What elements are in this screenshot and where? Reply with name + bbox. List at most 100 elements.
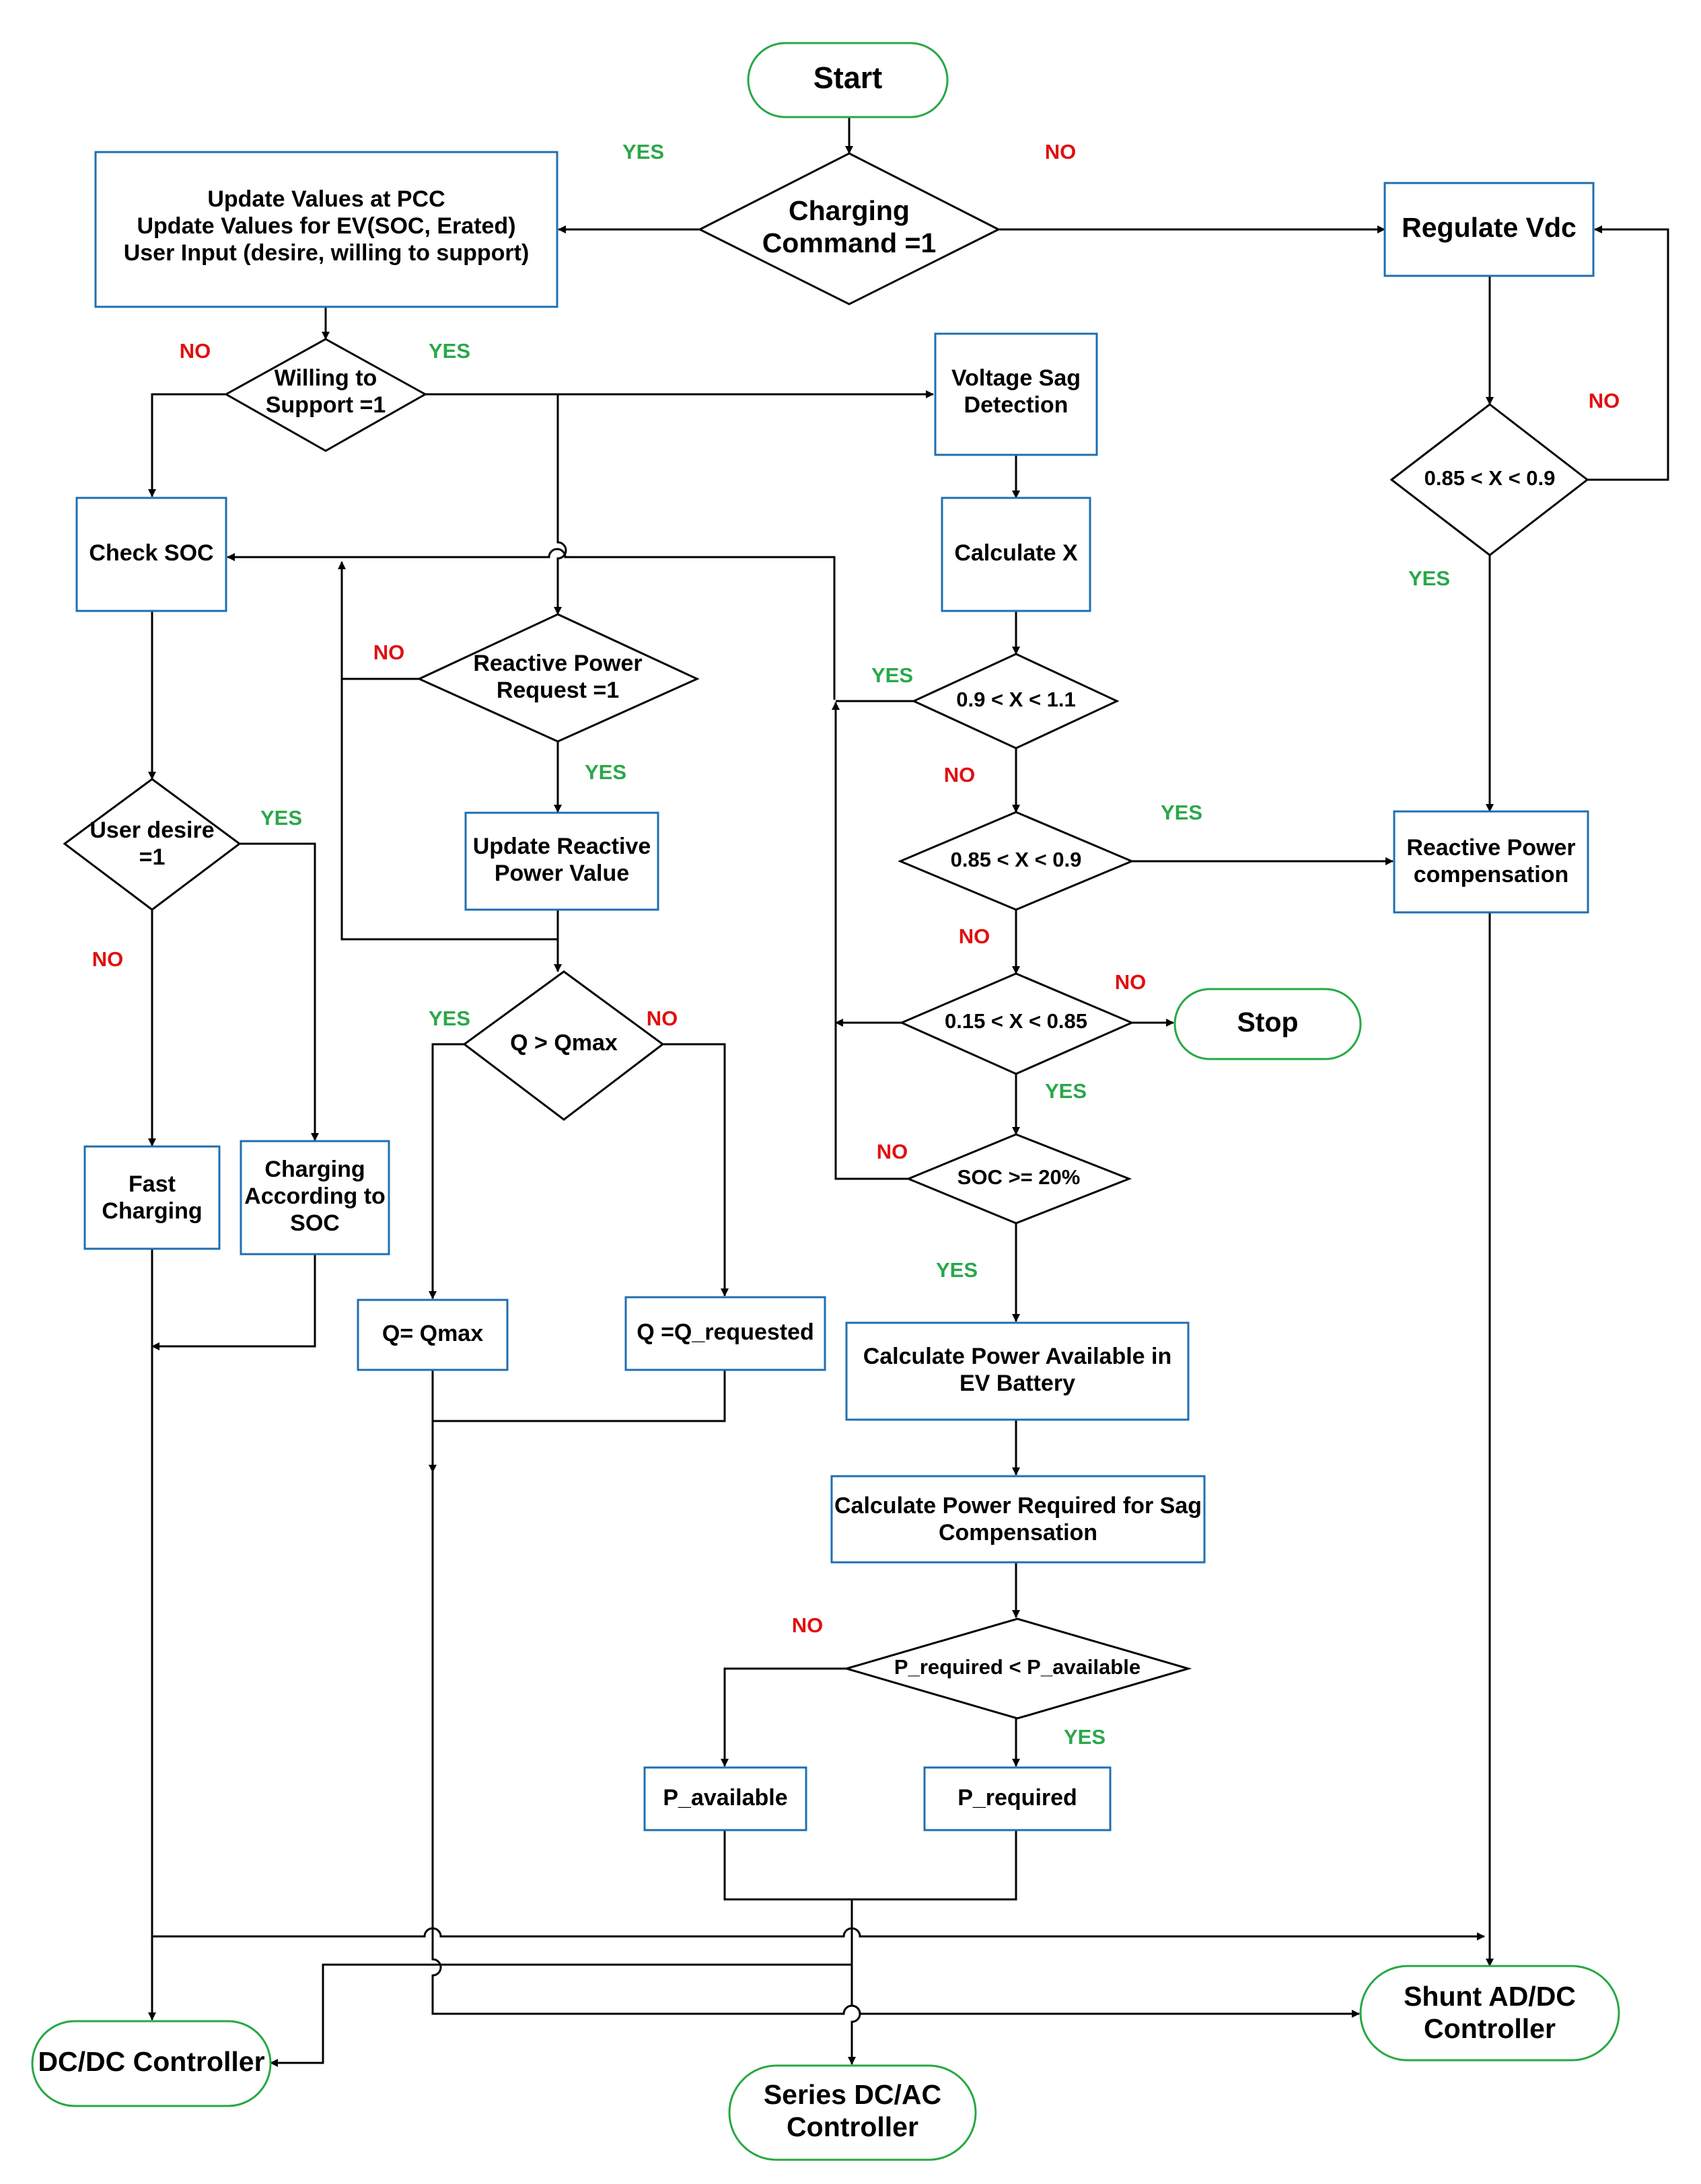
edge-q-bus-to-shunt bbox=[431, 1472, 1360, 2018]
label-user-desire-no: NO bbox=[92, 947, 124, 971]
edge-charging-soc-merge bbox=[151, 1254, 316, 1350]
svg-text:Q= Qmax: Q= Qmax bbox=[382, 1321, 483, 1346]
process-calculate-x: Calculate X bbox=[941, 497, 1091, 612]
label-willing-yes: YES bbox=[429, 339, 470, 363]
edge-p-no bbox=[721, 1667, 846, 1767]
svg-text:SOC >= 20%: SOC >= 20% bbox=[957, 1165, 1081, 1189]
svg-text:Start: Start bbox=[813, 61, 883, 95]
process-p-required: P_required bbox=[923, 1766, 1112, 1831]
edge-vdc-no-loop bbox=[1587, 225, 1669, 481]
svg-text:Q =Q_requested: Q =Q_requested bbox=[637, 1319, 814, 1345]
svg-text:User desire=1: User desire=1 bbox=[89, 817, 214, 870]
svg-text:Q > Qmax: Q > Qmax bbox=[510, 1030, 618, 1056]
edge-desire-yes bbox=[240, 842, 319, 1141]
label-x2-yes: YES bbox=[1161, 801, 1202, 824]
label-reactive-no: NO bbox=[373, 641, 405, 664]
connectors bbox=[148, 117, 1669, 2067]
label-q-yes: YES bbox=[429, 1007, 470, 1030]
svg-text:0.9 < X < 1.1: 0.9 < X < 1.1 bbox=[956, 688, 1076, 711]
label-x3-no: NO bbox=[1115, 970, 1147, 994]
node-stop: Stop bbox=[1173, 988, 1362, 1060]
label-charging-yes: YES bbox=[622, 140, 664, 163]
edge-q-merge bbox=[433, 1370, 726, 1422]
edge-q-yes bbox=[429, 1043, 464, 1299]
process-p-available: P_available bbox=[643, 1766, 807, 1831]
edge-soc-no bbox=[832, 702, 908, 1180]
label-charging-no: NO bbox=[1045, 140, 1077, 163]
svg-text:DC/DC Controller: DC/DC Controller bbox=[38, 2046, 264, 2077]
process-q-equals-qmax: Q= Qmax bbox=[357, 1299, 509, 1371]
process-regulate-vdc: Regulate Vdc bbox=[1383, 182, 1595, 277]
svg-text:0.15 < X < 0.85: 0.15 < X < 0.85 bbox=[945, 1009, 1087, 1033]
process-check-soc: Check SOC bbox=[75, 497, 227, 612]
edge-willing-to-reactive bbox=[554, 394, 567, 615]
label-x1-no: NO bbox=[944, 763, 976, 787]
edge-q-loop-back bbox=[340, 679, 558, 941]
edge-willing-no bbox=[148, 393, 226, 497]
label-q-no: NO bbox=[647, 1007, 678, 1030]
svg-text:Calculate X: Calculate X bbox=[954, 540, 1078, 566]
decision-x-range-3: 0.15 < X < 0.85 bbox=[899, 972, 1134, 1075]
svg-text:Stop: Stop bbox=[1237, 1007, 1298, 1038]
label-x2-no: NO bbox=[959, 924, 990, 948]
svg-text:Check SOC: Check SOC bbox=[89, 540, 213, 566]
svg-text:0.85 < X < 0.9: 0.85 < X < 0.9 bbox=[1424, 466, 1556, 490]
svg-text:0.85 < X < 0.9: 0.85 < X < 0.9 bbox=[951, 848, 1082, 871]
svg-text:Calculate Power Required for S: Calculate Power Required for SagCompensa… bbox=[834, 1493, 1202, 1545]
label-willing-no: NO bbox=[180, 339, 211, 363]
label-vdc-no: NO bbox=[1589, 389, 1620, 412]
label-x3-yes: YES bbox=[1045, 1079, 1087, 1103]
decision-x-range-2: 0.85 < X < 0.9 bbox=[898, 811, 1134, 911]
svg-text:P_required: P_required bbox=[957, 1785, 1077, 1811]
node-dcdc-controller: DC/DC Controller bbox=[31, 2020, 272, 2107]
edge-x1-yes-to-checksoc bbox=[227, 548, 836, 700]
label-p-yes: YES bbox=[1064, 1725, 1106, 1749]
edge-bus-to-shunt bbox=[152, 1927, 1485, 1940]
decision-x-range-1: 0.9 < X < 1.1 bbox=[911, 653, 1120, 750]
label-soc-yes: YES bbox=[936, 1258, 978, 1282]
decision-soc-check: SOC >= 20% bbox=[906, 1133, 1132, 1225]
label-user-desire-yes: YES bbox=[260, 806, 302, 830]
label-p-no: NO bbox=[792, 1613, 824, 1637]
process-q-equals-requested: Q =Q_requested bbox=[624, 1296, 826, 1371]
edge-bus-to-dcdc bbox=[270, 1899, 853, 2067]
edge-series-vertical bbox=[848, 1965, 861, 2065]
edge-labels: YES NO NO YES NO YES NO YES YES NO YES N… bbox=[92, 140, 1620, 1749]
label-vdc-yes: YES bbox=[1408, 567, 1450, 590]
edge-p-merge bbox=[723, 1830, 1017, 1901]
label-reactive-yes: YES bbox=[585, 760, 626, 784]
node-start: Start bbox=[747, 42, 949, 118]
svg-text:Regulate Vdc: Regulate Vdc bbox=[1402, 212, 1577, 243]
label-x1-yes: YES bbox=[871, 663, 913, 687]
svg-text:P_available: P_available bbox=[663, 1785, 787, 1811]
label-soc-no: NO bbox=[877, 1140, 908, 1163]
svg-text:P_required < P_available: P_required < P_available bbox=[894, 1655, 1141, 1679]
decision-p-compare: P_required < P_available bbox=[842, 1617, 1192, 1720]
decision-vdc-range: 0.85 < X < 0.9 bbox=[1389, 403, 1589, 556]
edge-q-no bbox=[663, 1043, 729, 1297]
